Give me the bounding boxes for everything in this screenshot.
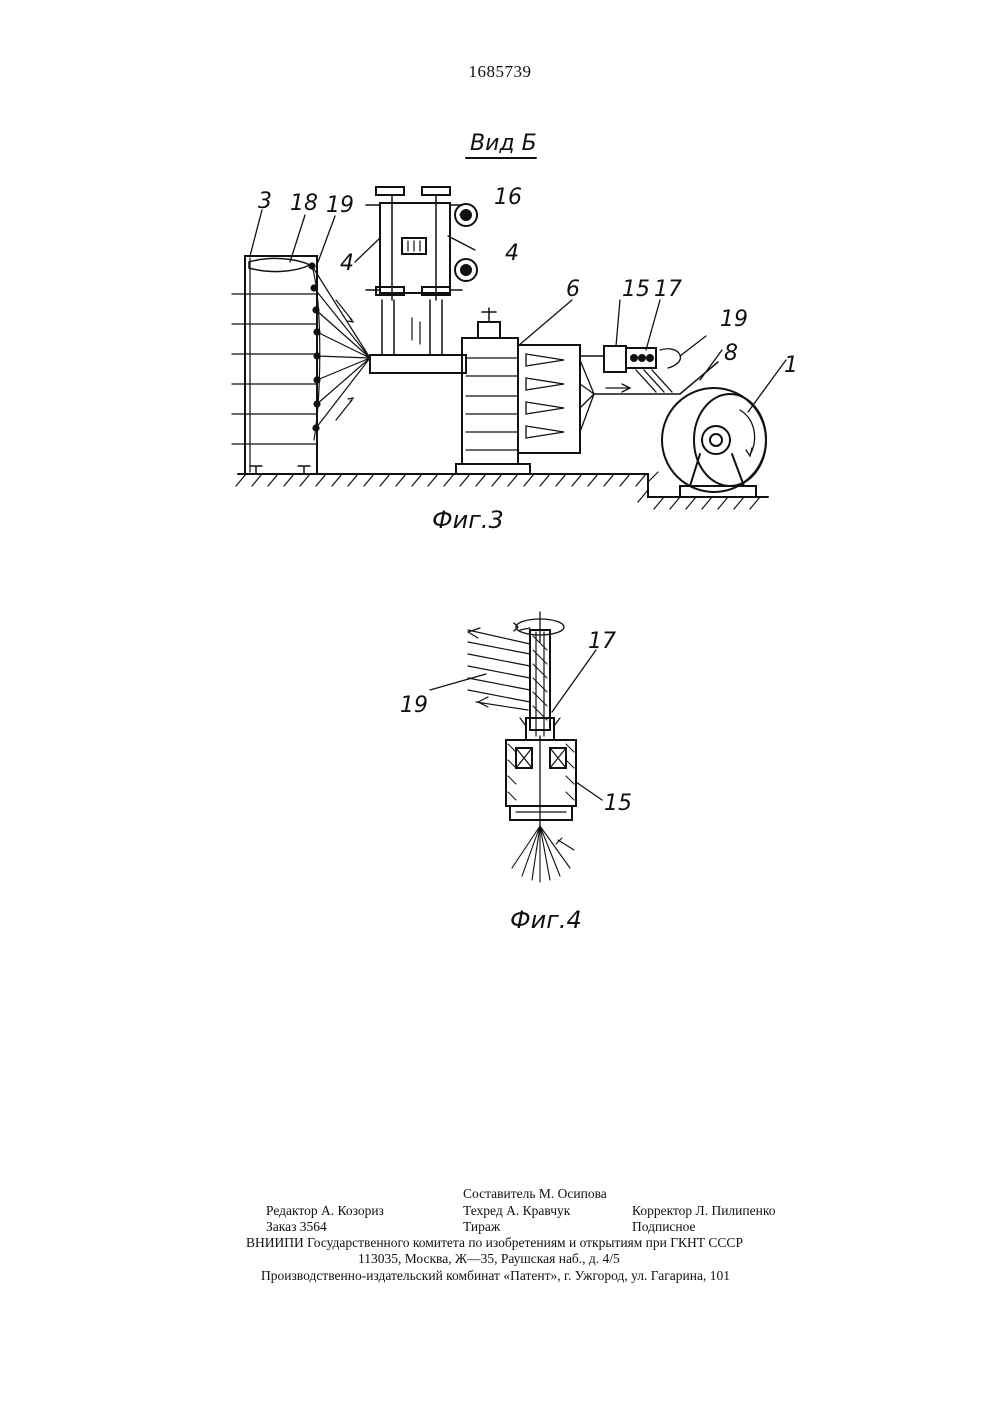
- ref-18: 18: [290, 191, 318, 216]
- yarn-fan: [309, 263, 370, 440]
- ref-17-fig4: 17: [588, 629, 616, 654]
- braiding-machine: [456, 308, 594, 474]
- ref-6: 6: [566, 277, 580, 302]
- ref-19-fig3-left: 19: [326, 193, 354, 218]
- bearing-housing-15: [506, 718, 576, 826]
- ref-16: 16: [494, 185, 522, 210]
- figure-4: 17 19 15 Фиг.4: [400, 612, 632, 934]
- imprint-subscription: Подписное: [632, 1219, 696, 1235]
- figure-3-caption: Фиг.3: [432, 506, 504, 534]
- ref-4-right: 4: [505, 241, 519, 266]
- spindle-17: [530, 630, 550, 736]
- take-up-drum: [662, 388, 766, 497]
- imprint-techred: Техред А. Кравчук: [463, 1203, 570, 1219]
- imprint-corrector: Корректор Л. Пилипенко: [632, 1203, 775, 1219]
- feed-roller-unit: [366, 187, 462, 355]
- figure-4-caption: Фиг.4: [510, 906, 582, 934]
- creel-frame: [232, 256, 317, 474]
- floor-hatch: [236, 472, 768, 509]
- incoming-yarns: [512, 826, 574, 882]
- imprint-order: Заказ 3564: [266, 1219, 327, 1235]
- yarn-bundle-19: [468, 628, 530, 710]
- figure-3: Вид Б: [232, 131, 798, 534]
- imprint-printer: Производственно-издательский комбинат «П…: [261, 1268, 730, 1284]
- view-label: Вид Б: [470, 131, 537, 156]
- ref-19-fig3-right: 19: [720, 307, 748, 332]
- ref-8: 8: [724, 341, 738, 366]
- mandrel: [370, 355, 466, 373]
- rotation-arrow: [514, 612, 564, 642]
- drive-gear-16: [455, 204, 477, 281]
- imprint-editor: Редактор А. Козориз: [266, 1203, 384, 1219]
- imprint-circulation: Тираж: [463, 1219, 500, 1235]
- ref-3: 3: [258, 189, 272, 214]
- ref-17-fig3: 17: [654, 277, 682, 302]
- ref-19-fig4: 19: [400, 693, 428, 718]
- ref-1: 1: [784, 353, 798, 378]
- winding-head: [580, 346, 680, 392]
- imprint-address: 113035, Москва, Ж—35, Раушская наб., д. …: [358, 1251, 620, 1267]
- ref-4-left: 4: [340, 251, 354, 276]
- ref-15-fig4: 15: [604, 791, 632, 816]
- imprint-organization: ВНИИПИ Государственного комитета по изоб…: [246, 1235, 743, 1251]
- imprint-compiler: Составитель М. Осипова: [463, 1186, 607, 1202]
- ref-15-fig3: 15: [622, 277, 650, 302]
